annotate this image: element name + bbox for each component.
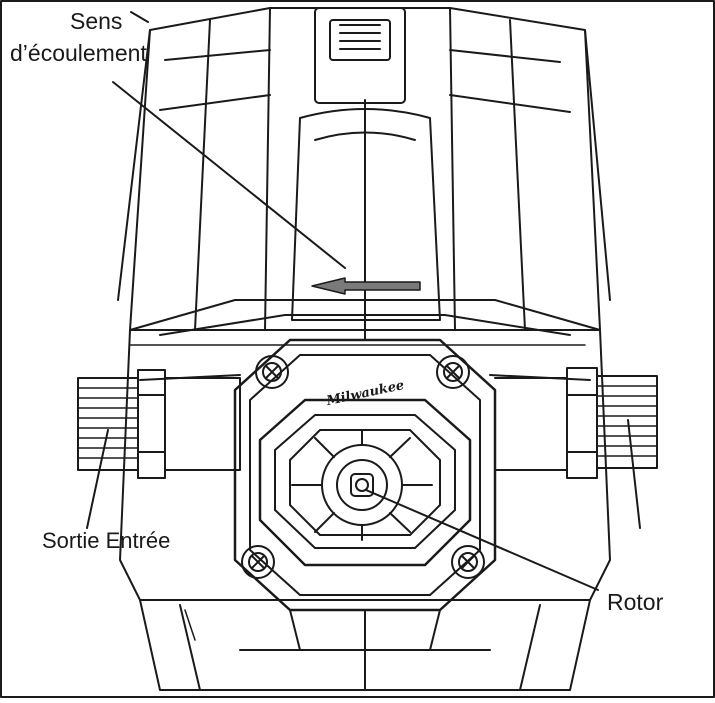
flow-direction-label-line2: d’écoulement [10,40,147,66]
inlet-port [494,367,658,479]
flow-label-tick [130,11,149,23]
outlet-inlet-label: Sortie Entrée [42,528,171,553]
screw-bottom-right [451,545,485,579]
base [139,599,591,691]
screw-top-right [436,355,470,389]
lower-housing [119,299,611,601]
flow-arrow [311,277,421,295]
top-latch [314,7,406,104]
inlet-leader-line [627,419,641,529]
flow-direction-label-line1: Sens [70,8,123,34]
outlet-leader-line [86,429,109,529]
flow-leader-line [112,81,346,269]
screw-top-left [255,355,289,389]
outlet-port [77,369,241,479]
screw-bottom-left [241,545,275,579]
rotor-leader-line [365,489,599,591]
central-dome [291,99,441,341]
leader-lines [86,11,641,591]
rotor-label: Rotor [607,589,664,615]
rotor-hub [291,429,433,541]
